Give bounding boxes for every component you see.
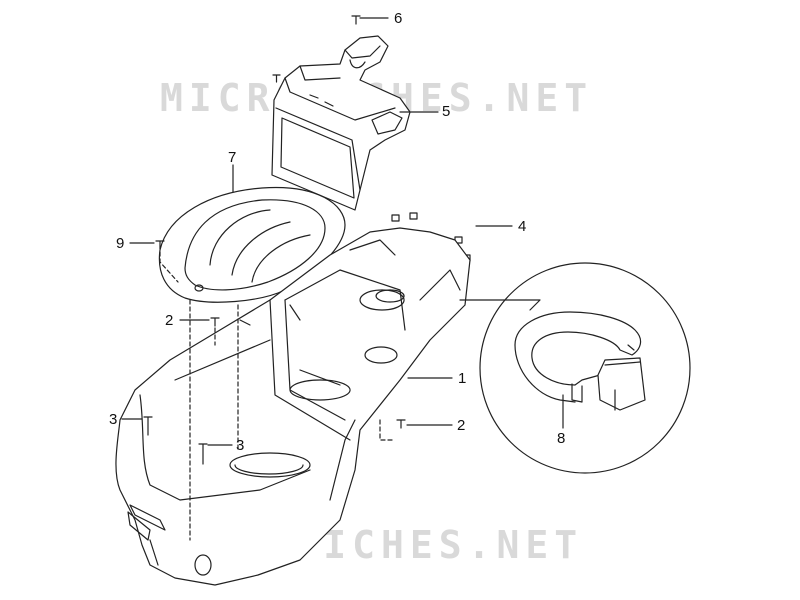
callout-7: 7 [228, 149, 237, 166]
screw-part-9 [155, 240, 165, 250]
callout-5: 5 [442, 103, 451, 120]
callout-2-top: 2 [165, 312, 174, 329]
screw-part-6 [351, 15, 361, 25]
dash-9 [159, 251, 179, 283]
callout-9: 9 [116, 235, 125, 252]
callout-8: 8 [557, 430, 566, 447]
callout-3-left: 3 [109, 411, 118, 428]
screw-part-2-bottom [396, 419, 406, 429]
callout-4: 4 [518, 218, 527, 235]
detail-circle [479, 262, 691, 474]
liner-part-7 [158, 186, 346, 303]
screw-part-2-top [210, 317, 220, 327]
screw-part-5 [272, 74, 281, 83]
callout-3-center: 3 [236, 437, 245, 454]
screw-part-3-center [198, 443, 208, 465]
cover-part-5 [271, 35, 411, 211]
callout-2-bottom: 2 [457, 417, 466, 434]
callout-6: 6 [394, 10, 403, 27]
callout-1: 1 [458, 370, 467, 387]
screw-part-3-left [143, 416, 153, 436]
